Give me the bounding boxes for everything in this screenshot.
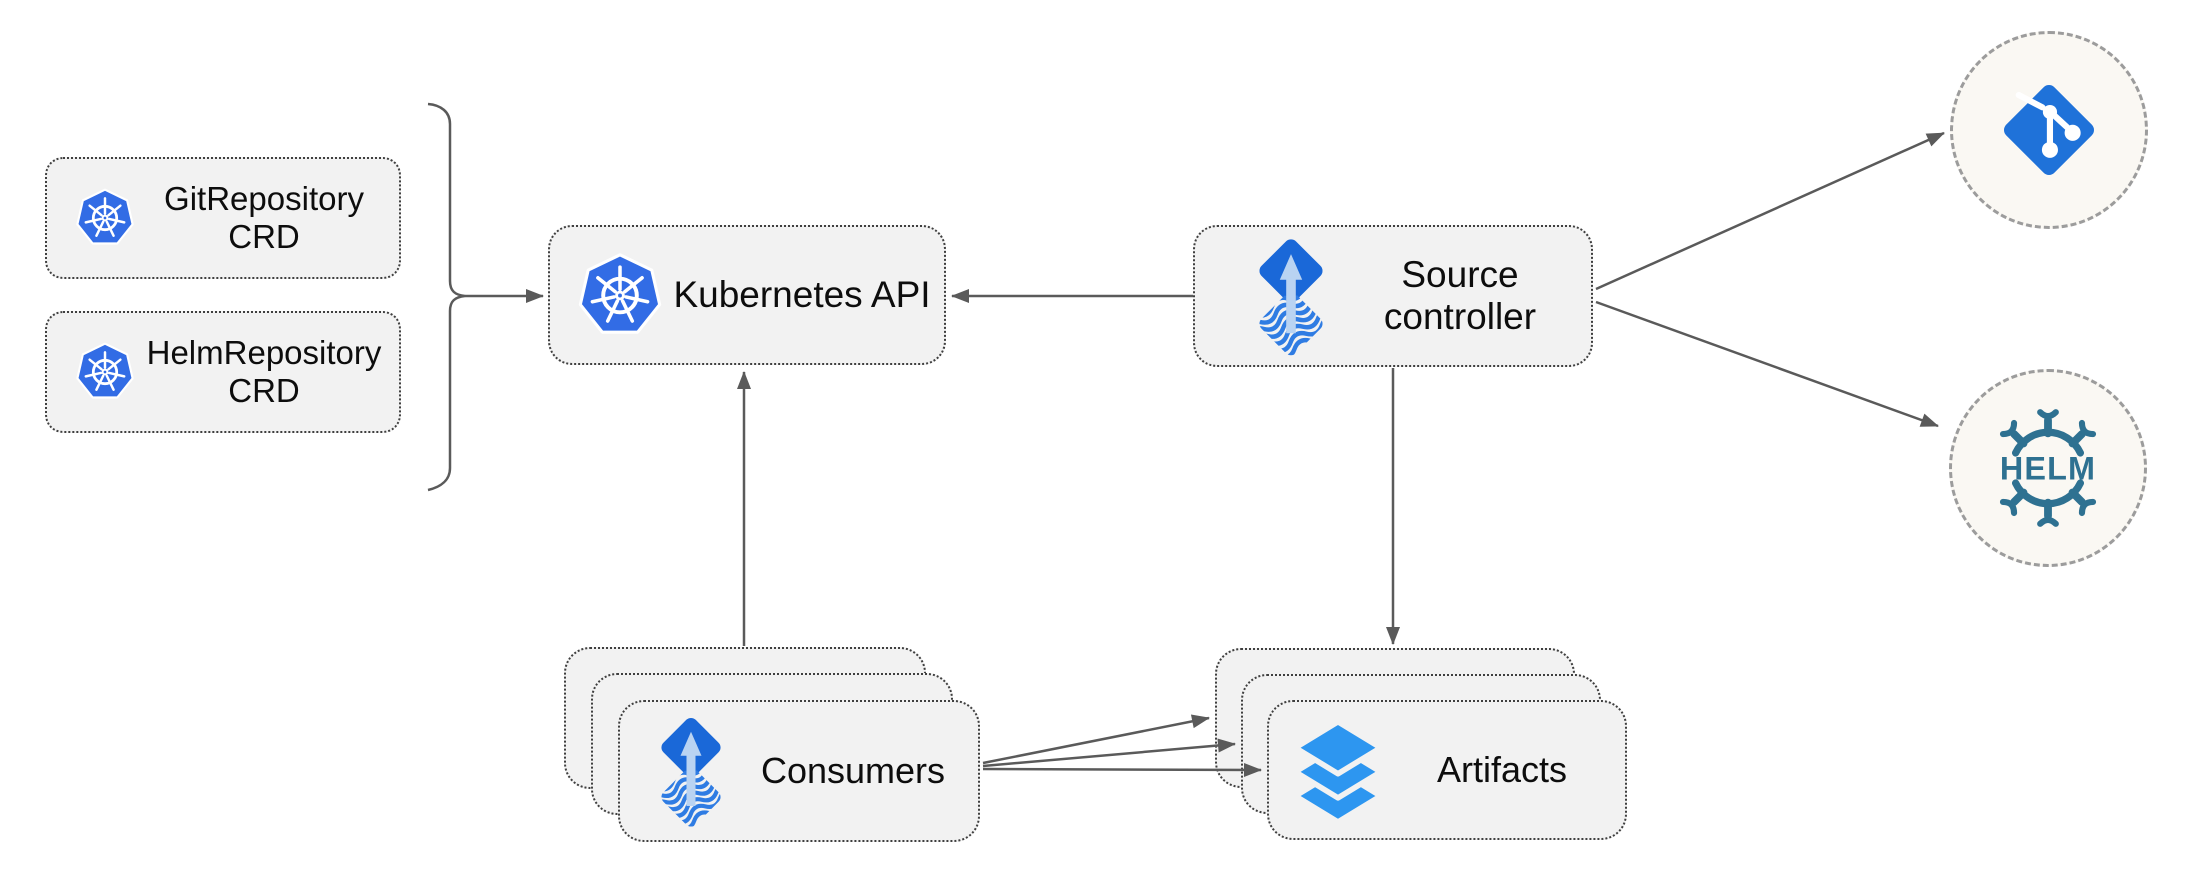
node-helmrepository-crd: HelmRepository CRD <box>45 311 401 433</box>
label-line: controller <box>1383 296 1537 337</box>
node-label: HelmRepository CRD <box>137 334 399 411</box>
edge-consumers-to-artifacts-1 <box>982 714 1210 765</box>
edge-consumers-to-artifacts-2 <box>982 738 1236 768</box>
node-label: GitRepository CRD <box>137 180 399 257</box>
label-line: CRD <box>228 218 300 255</box>
flux-source-controller-icon <box>1243 234 1339 359</box>
node-gitrepository-crd: GitRepository CRD <box>45 157 401 279</box>
node-label: Kubernetes API <box>673 274 931 315</box>
node-helm-repository: HELM <box>1949 369 2147 567</box>
git-icon <box>1997 78 2101 182</box>
node-label: Consumers <box>760 750 946 791</box>
edge-source-controller-to-git <box>1595 131 1945 291</box>
edge-source-controller-to-helm <box>1595 300 1939 428</box>
kubernetes-icon <box>76 342 134 399</box>
helm-icon: HELM <box>1981 401 2115 535</box>
node-kubernetes-api: Kubernetes API <box>548 225 946 365</box>
label-line: HelmRepository <box>146 333 382 371</box>
node-consumers: Consumers <box>618 700 980 842</box>
label-line: Source <box>1401 254 1519 296</box>
node-artifacts: Artifacts <box>1267 700 1627 840</box>
node-git-repository <box>1950 31 2148 229</box>
node-source-controller: Source controller <box>1193 225 1593 367</box>
label-line: CRD <box>228 372 300 409</box>
kubernetes-icon <box>76 188 134 245</box>
label-line: GitRepository <box>164 179 364 217</box>
kubernetes-icon <box>578 252 662 334</box>
helm-logo-text: HELM <box>2000 451 2096 487</box>
node-label: Artifacts <box>1436 749 1568 790</box>
flux-source-controller-icon <box>646 713 736 830</box>
node-label: Source controller <box>1339 254 1591 338</box>
crd-group-brace <box>427 102 466 492</box>
layers-icon <box>1289 718 1387 822</box>
